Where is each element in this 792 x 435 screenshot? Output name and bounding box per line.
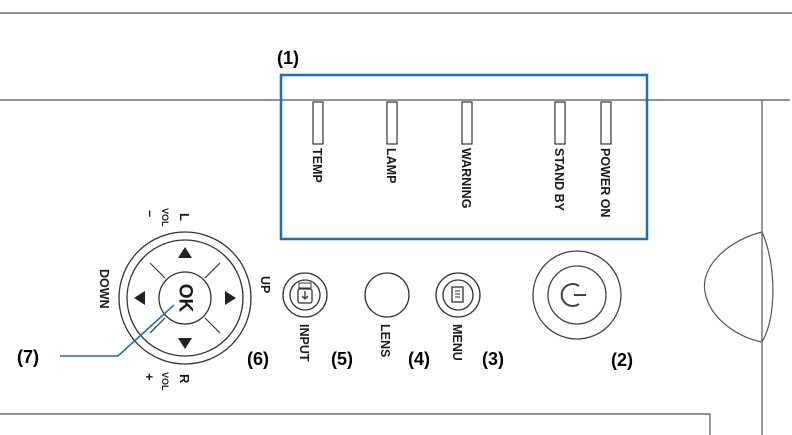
right-arrow-icon[interactable] [225,291,236,305]
dpad-down-label: DOWN [97,269,111,309]
power-on-led [600,101,612,145]
callout-power: (2) [611,350,633,370]
temp-led [312,101,324,145]
lamp-led [386,101,398,145]
down-arrow-icon[interactable] [178,338,192,349]
power-icon [560,283,580,307]
power-on-label: POWER ON [598,148,612,217]
lamp-label: LAMP [384,148,398,183]
warning-label: WARNING [459,148,473,208]
menu-icon [451,286,464,303]
standby-label: STAND BY [552,148,566,212]
temp-label: TEMP [310,148,324,183]
dpad-divider-bottom-left [149,317,166,334]
up-arrow-icon[interactable] [178,247,192,258]
callout-input: (5) [331,349,353,369]
direction-pad: OK [118,231,252,365]
indicator-lamp: LAMP [384,101,398,183]
indicator-warning: WARNING [459,101,473,208]
callout-menu: (3) [482,349,504,369]
lens-button[interactable] [364,272,410,318]
input-arrow-icon [301,291,309,300]
lens-label: LENS [378,324,392,357]
input-icon [297,288,313,304]
dpad-plus-sign: + [142,373,157,381]
input-label: INPUT [297,324,311,362]
input-icon-top [298,282,312,289]
input-button[interactable] [282,272,328,318]
lens-button-outer[interactable] [364,272,410,318]
ok-leader-line [60,304,175,357]
indicator-highlight-box [279,73,649,241]
dpad-left-label: L [177,213,192,221]
dpad-divider-bottom-right [204,317,221,334]
lens-dome-rim [761,231,774,343]
lens-dome [703,231,763,343]
left-arrow-icon[interactable] [134,291,145,305]
dpad-divider-top-right [204,262,221,279]
ok-label: OK [175,284,196,313]
dpad-up-label: UP [258,276,272,293]
dpad-right-label: R [177,374,192,384]
standby-led [554,101,566,145]
indicator-power-on: POWER ON [598,101,612,217]
indicator-temp: TEMP [310,101,324,183]
power-button[interactable] [532,250,622,340]
warning-led [461,101,473,145]
dpad-divider-top-left [149,262,166,279]
menu-button-inner[interactable] [442,279,474,311]
indicator-standby: STAND BY [552,101,566,212]
menu-label: MENU [450,324,464,361]
menu-button[interactable] [435,272,481,318]
dpad-minus-sign: – [143,210,158,217]
callout-ok: (7) [17,347,39,367]
dpad-vol-plus-label: VOL [160,372,170,391]
ok-button[interactable] [158,271,212,325]
callout-indicators: (1) [277,48,299,68]
dpad-vol-minus-label: VOL [160,208,170,227]
callout-direction-pad: (6) [247,349,269,369]
callout-lens: (4) [408,349,430,369]
